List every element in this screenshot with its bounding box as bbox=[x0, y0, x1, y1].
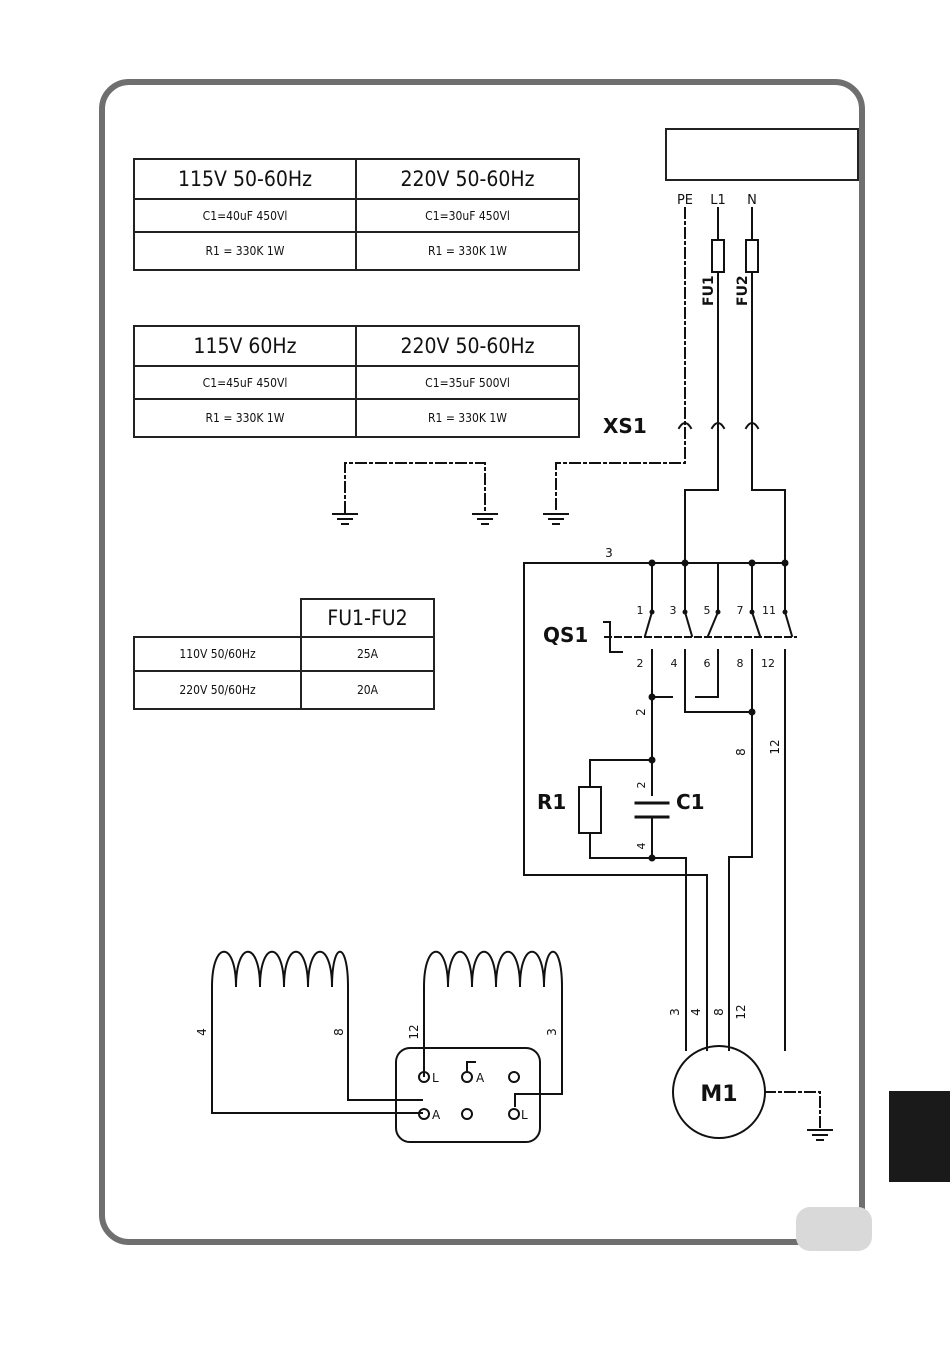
fuse-fu2-icon bbox=[746, 240, 758, 272]
wire-number: 11 bbox=[762, 604, 776, 617]
label-r1: R1 bbox=[537, 790, 566, 814]
wire-number: 2 bbox=[635, 782, 648, 789]
label-n: N bbox=[747, 193, 757, 208]
wire-number: 12 bbox=[407, 1024, 421, 1039]
wire-number: 4 bbox=[671, 657, 678, 670]
label-m1: M1 bbox=[700, 1082, 737, 1107]
terminal-a-icon bbox=[462, 1072, 472, 1082]
wire-number: 8 bbox=[737, 657, 744, 670]
wire-number: 4 bbox=[635, 843, 648, 850]
wire-number: 3 bbox=[668, 1008, 682, 1016]
wire-number: 12 bbox=[734, 1004, 748, 1019]
wire-number: 7 bbox=[737, 604, 744, 617]
ground-wire-left bbox=[345, 463, 485, 512]
wire-number: 8 bbox=[712, 1008, 726, 1016]
capacitor-c1-icon bbox=[636, 803, 668, 817]
l1-wire bbox=[685, 208, 718, 563]
wire-number: 8 bbox=[332, 1028, 346, 1036]
label-qs1: QS1 bbox=[543, 623, 588, 647]
terminal-blank-icon bbox=[509, 1072, 519, 1082]
ground-icon bbox=[544, 514, 568, 524]
ground-icon bbox=[473, 514, 497, 524]
label-l1: L1 bbox=[710, 193, 726, 208]
wire-number: 6 bbox=[704, 657, 711, 670]
pe-wire bbox=[556, 208, 685, 512]
motor-ground-wire bbox=[765, 1092, 820, 1128]
wire-number: 12 bbox=[768, 739, 782, 754]
fuse-fu1-icon bbox=[712, 240, 724, 272]
terminal-label: A bbox=[432, 1108, 441, 1122]
wire-number: 4 bbox=[195, 1028, 209, 1036]
wire-number: 4 bbox=[689, 1008, 703, 1016]
resistor-r1-icon bbox=[579, 787, 601, 833]
label-pe: PE bbox=[677, 193, 693, 208]
label-xs1: XS1 bbox=[603, 414, 647, 438]
terminal-label: L bbox=[432, 1071, 439, 1085]
label-c1: C1 bbox=[676, 790, 705, 814]
wire-number: 12 bbox=[761, 657, 775, 670]
wire-number: 3 bbox=[670, 604, 677, 617]
wire-number: 2 bbox=[637, 657, 644, 670]
ground-icon bbox=[333, 514, 357, 524]
ground-icon bbox=[808, 1130, 832, 1140]
terminal-label: L bbox=[521, 1108, 528, 1122]
terminal-blank-icon bbox=[462, 1109, 472, 1119]
coil-left-icon bbox=[212, 952, 422, 1113]
wire-2 bbox=[590, 697, 686, 1050]
wire-number: 2 bbox=[634, 708, 648, 716]
n-wire bbox=[752, 208, 785, 563]
coil-right-icon bbox=[424, 952, 562, 1106]
terminal-label: A bbox=[476, 1071, 485, 1085]
terminal-l-icon bbox=[509, 1109, 519, 1119]
label-fu2: FU2 bbox=[735, 275, 751, 306]
wire-number: 3 bbox=[545, 1028, 559, 1036]
label-fu1: FU1 bbox=[701, 275, 717, 306]
wire-number: 3 bbox=[605, 546, 613, 560]
wire-number: 5 bbox=[704, 604, 711, 617]
wire-number: 8 bbox=[734, 748, 748, 756]
wire-number: 1 bbox=[637, 604, 644, 617]
